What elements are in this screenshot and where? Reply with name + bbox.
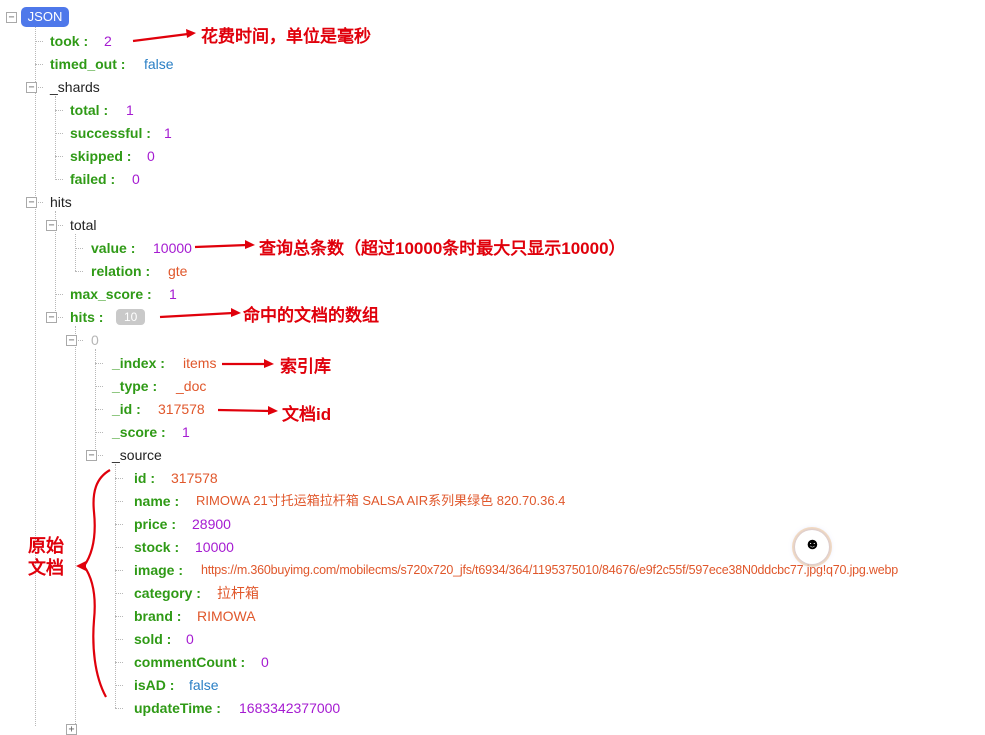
value-timed-out: false bbox=[144, 56, 174, 72]
value-src-price: 28900 bbox=[192, 516, 231, 532]
value-max-score: 1 bbox=[169, 286, 177, 302]
key-total-relation: relation : bbox=[91, 263, 151, 279]
hits-toggle-minus-icon[interactable]: − bbox=[26, 197, 37, 208]
annotation-source-line2: 文档 bbox=[28, 558, 64, 578]
root-json-badge[interactable]: JSON bbox=[21, 7, 69, 27]
annotation-id: 文档id bbox=[282, 405, 332, 424]
key-src-name: name : bbox=[134, 493, 180, 509]
value-type: _doc bbox=[176, 378, 207, 394]
annotation-source-line1: 原始 bbox=[28, 536, 64, 556]
annotation-hits: 命中的文档的数组 bbox=[243, 306, 379, 325]
value-total-value: 10000 bbox=[153, 240, 192, 256]
value-shards-total: 1 bbox=[126, 102, 134, 118]
value-src-image-link[interactable]: https://m.360buyimg.com/mobilecms/s720x7… bbox=[201, 563, 899, 577]
key-shards: _shards bbox=[50, 79, 100, 95]
value-src-stock: 10000 bbox=[195, 539, 234, 555]
key-shards-total: total : bbox=[70, 102, 109, 118]
key-src-is-ad: isAD : bbox=[134, 677, 175, 693]
value-src-name: RIMOWA 21寸托运箱拉杆箱 SALSA AIR系列果绿色 820.70.3… bbox=[196, 493, 566, 508]
annotation-took: 花费时间，单位是毫秒 bbox=[201, 27, 371, 46]
value-index: items bbox=[183, 355, 217, 371]
key-max-score: max_score : bbox=[70, 286, 152, 302]
key-index: _index : bbox=[112, 355, 165, 371]
value-src-id: 317578 bbox=[171, 470, 218, 486]
hits-array-toggle-minus-icon[interactable]: − bbox=[46, 312, 57, 323]
arrowhead-total bbox=[245, 240, 255, 249]
annotation-index: 索引库 bbox=[280, 357, 331, 376]
arrowhead-id bbox=[268, 406, 278, 415]
key-source: _source bbox=[112, 447, 162, 463]
value-shards-successful: 1 bbox=[164, 125, 172, 141]
key-shards-skipped: skipped : bbox=[70, 148, 132, 164]
hits-total-toggle-minus-icon[interactable]: − bbox=[46, 220, 57, 231]
arrowhead-hits bbox=[231, 308, 241, 317]
key-type: _type : bbox=[112, 378, 158, 394]
key-src-image: image : bbox=[134, 562, 184, 578]
item0-toggle-minus-icon[interactable]: − bbox=[66, 335, 77, 346]
assistant-bubble-icon[interactable]: ☻ bbox=[795, 530, 829, 564]
key-hits: hits bbox=[50, 194, 72, 210]
value-src-sold: 0 bbox=[186, 631, 194, 647]
key-hits-array: hits : bbox=[70, 309, 104, 325]
value-src-brand: RIMOWA bbox=[197, 608, 256, 624]
key-timed-out: timed_out : bbox=[50, 56, 126, 72]
value-score: 1 bbox=[182, 424, 190, 440]
annotation-source: 原始 文档 bbox=[28, 535, 64, 579]
key-hits-total: total bbox=[70, 217, 97, 233]
shards-toggle-minus-icon[interactable]: − bbox=[26, 82, 37, 93]
key-doc-id: _id : bbox=[112, 401, 141, 417]
key-shards-successful: successful : bbox=[70, 125, 151, 141]
value-total-relation: gte bbox=[168, 263, 188, 279]
key-src-comment-count: commentCount : bbox=[134, 654, 246, 670]
key-src-sold: sold : bbox=[134, 631, 172, 647]
brace-source bbox=[82, 469, 111, 698]
value-src-update-time: 1683342377000 bbox=[239, 700, 341, 716]
arrow-hits bbox=[159, 311, 234, 319]
key-src-id: id : bbox=[134, 470, 155, 486]
value-shards-failed: 0 bbox=[132, 171, 140, 187]
key-shards-failed: failed : bbox=[70, 171, 116, 187]
key-src-update-time: updateTime : bbox=[134, 700, 221, 716]
root-toggle-minus-icon[interactable]: − bbox=[6, 12, 17, 23]
key-total-value: value : bbox=[91, 240, 136, 256]
arrowhead-index bbox=[264, 359, 274, 368]
index-item0: 0 bbox=[91, 332, 99, 348]
assistant-face-icon: ☻ bbox=[804, 536, 821, 553]
value-src-comment-count: 0 bbox=[261, 654, 269, 670]
value-src-is-ad: false bbox=[189, 677, 219, 693]
value-doc-id: 317578 bbox=[158, 401, 205, 417]
value-took: 2 bbox=[104, 33, 112, 49]
arrow-id bbox=[217, 408, 271, 413]
key-took: took : bbox=[50, 33, 89, 49]
key-score: _score : bbox=[112, 424, 166, 440]
annotation-total: 查询总条数（超过10000条时最大只显示10000） bbox=[259, 239, 626, 258]
value-shards-skipped: 0 bbox=[147, 148, 155, 164]
arrow-total bbox=[194, 243, 248, 249]
arrowhead-source bbox=[76, 561, 86, 571]
key-src-category: category : bbox=[134, 585, 201, 601]
arrow-took bbox=[132, 32, 189, 43]
key-src-stock: stock : bbox=[134, 539, 180, 555]
key-src-price: price : bbox=[134, 516, 177, 532]
source-toggle-minus-icon[interactable]: − bbox=[86, 450, 97, 461]
value-src-category: 拉杆箱 bbox=[217, 585, 259, 601]
arrowhead-took bbox=[186, 29, 196, 38]
hits-count-badge: 10 bbox=[116, 309, 146, 325]
key-src-brand: brand : bbox=[134, 608, 182, 624]
